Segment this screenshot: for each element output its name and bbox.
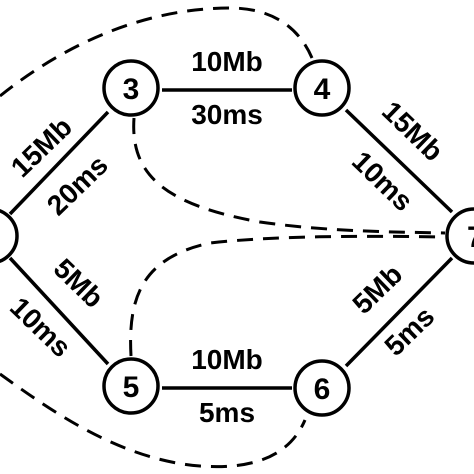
solid-links — [8, 88, 454, 390]
node-4-label: 4 — [314, 73, 331, 106]
dashed-path-node3-to-node7 — [132, 117, 446, 235]
link-node6-node7 — [344, 256, 454, 368]
link-1-5-bandwidth: 5Mb — [48, 253, 110, 314]
link-5-6-bandwidth: 10Mb — [191, 344, 263, 375]
node-5: 5 — [102, 357, 160, 415]
link-node1-node5 — [8, 256, 110, 366]
dashed-paths — [0, 6, 446, 469]
dashed-path-top-arc — [0, 6, 314, 98]
dashed-path-node5-to-node7 — [129, 234, 446, 357]
link-3-4-bandwidth: 10Mb — [191, 46, 263, 77]
node-7-label: 7 — [467, 221, 474, 254]
node-3: 3 — [102, 59, 160, 117]
node-4: 4 — [293, 59, 351, 117]
node-6-label: 6 — [314, 373, 331, 406]
link-node1-node3 — [8, 110, 110, 216]
link-5-6-delay: 5ms — [199, 397, 255, 428]
link-node4-node7 — [344, 108, 454, 214]
node-5-label: 5 — [123, 371, 140, 404]
link-6-7-delay: 5ms — [378, 301, 440, 362]
node-6: 6 — [293, 359, 351, 417]
node-7: 7 — [445, 207, 474, 265]
link-3-4-delay: 30ms — [191, 99, 263, 130]
link-4-7-delay: 10ms — [346, 145, 419, 217]
node-3-label: 3 — [123, 73, 140, 106]
link-4-7-bandwidth: 15Mb — [376, 95, 449, 167]
link-1-3-delay: 20ms — [41, 149, 114, 221]
link-1-5-delay: 10ms — [4, 291, 77, 363]
node-partial-left — [0, 209, 19, 263]
dashed-path-bottom-arc — [0, 372, 307, 469]
